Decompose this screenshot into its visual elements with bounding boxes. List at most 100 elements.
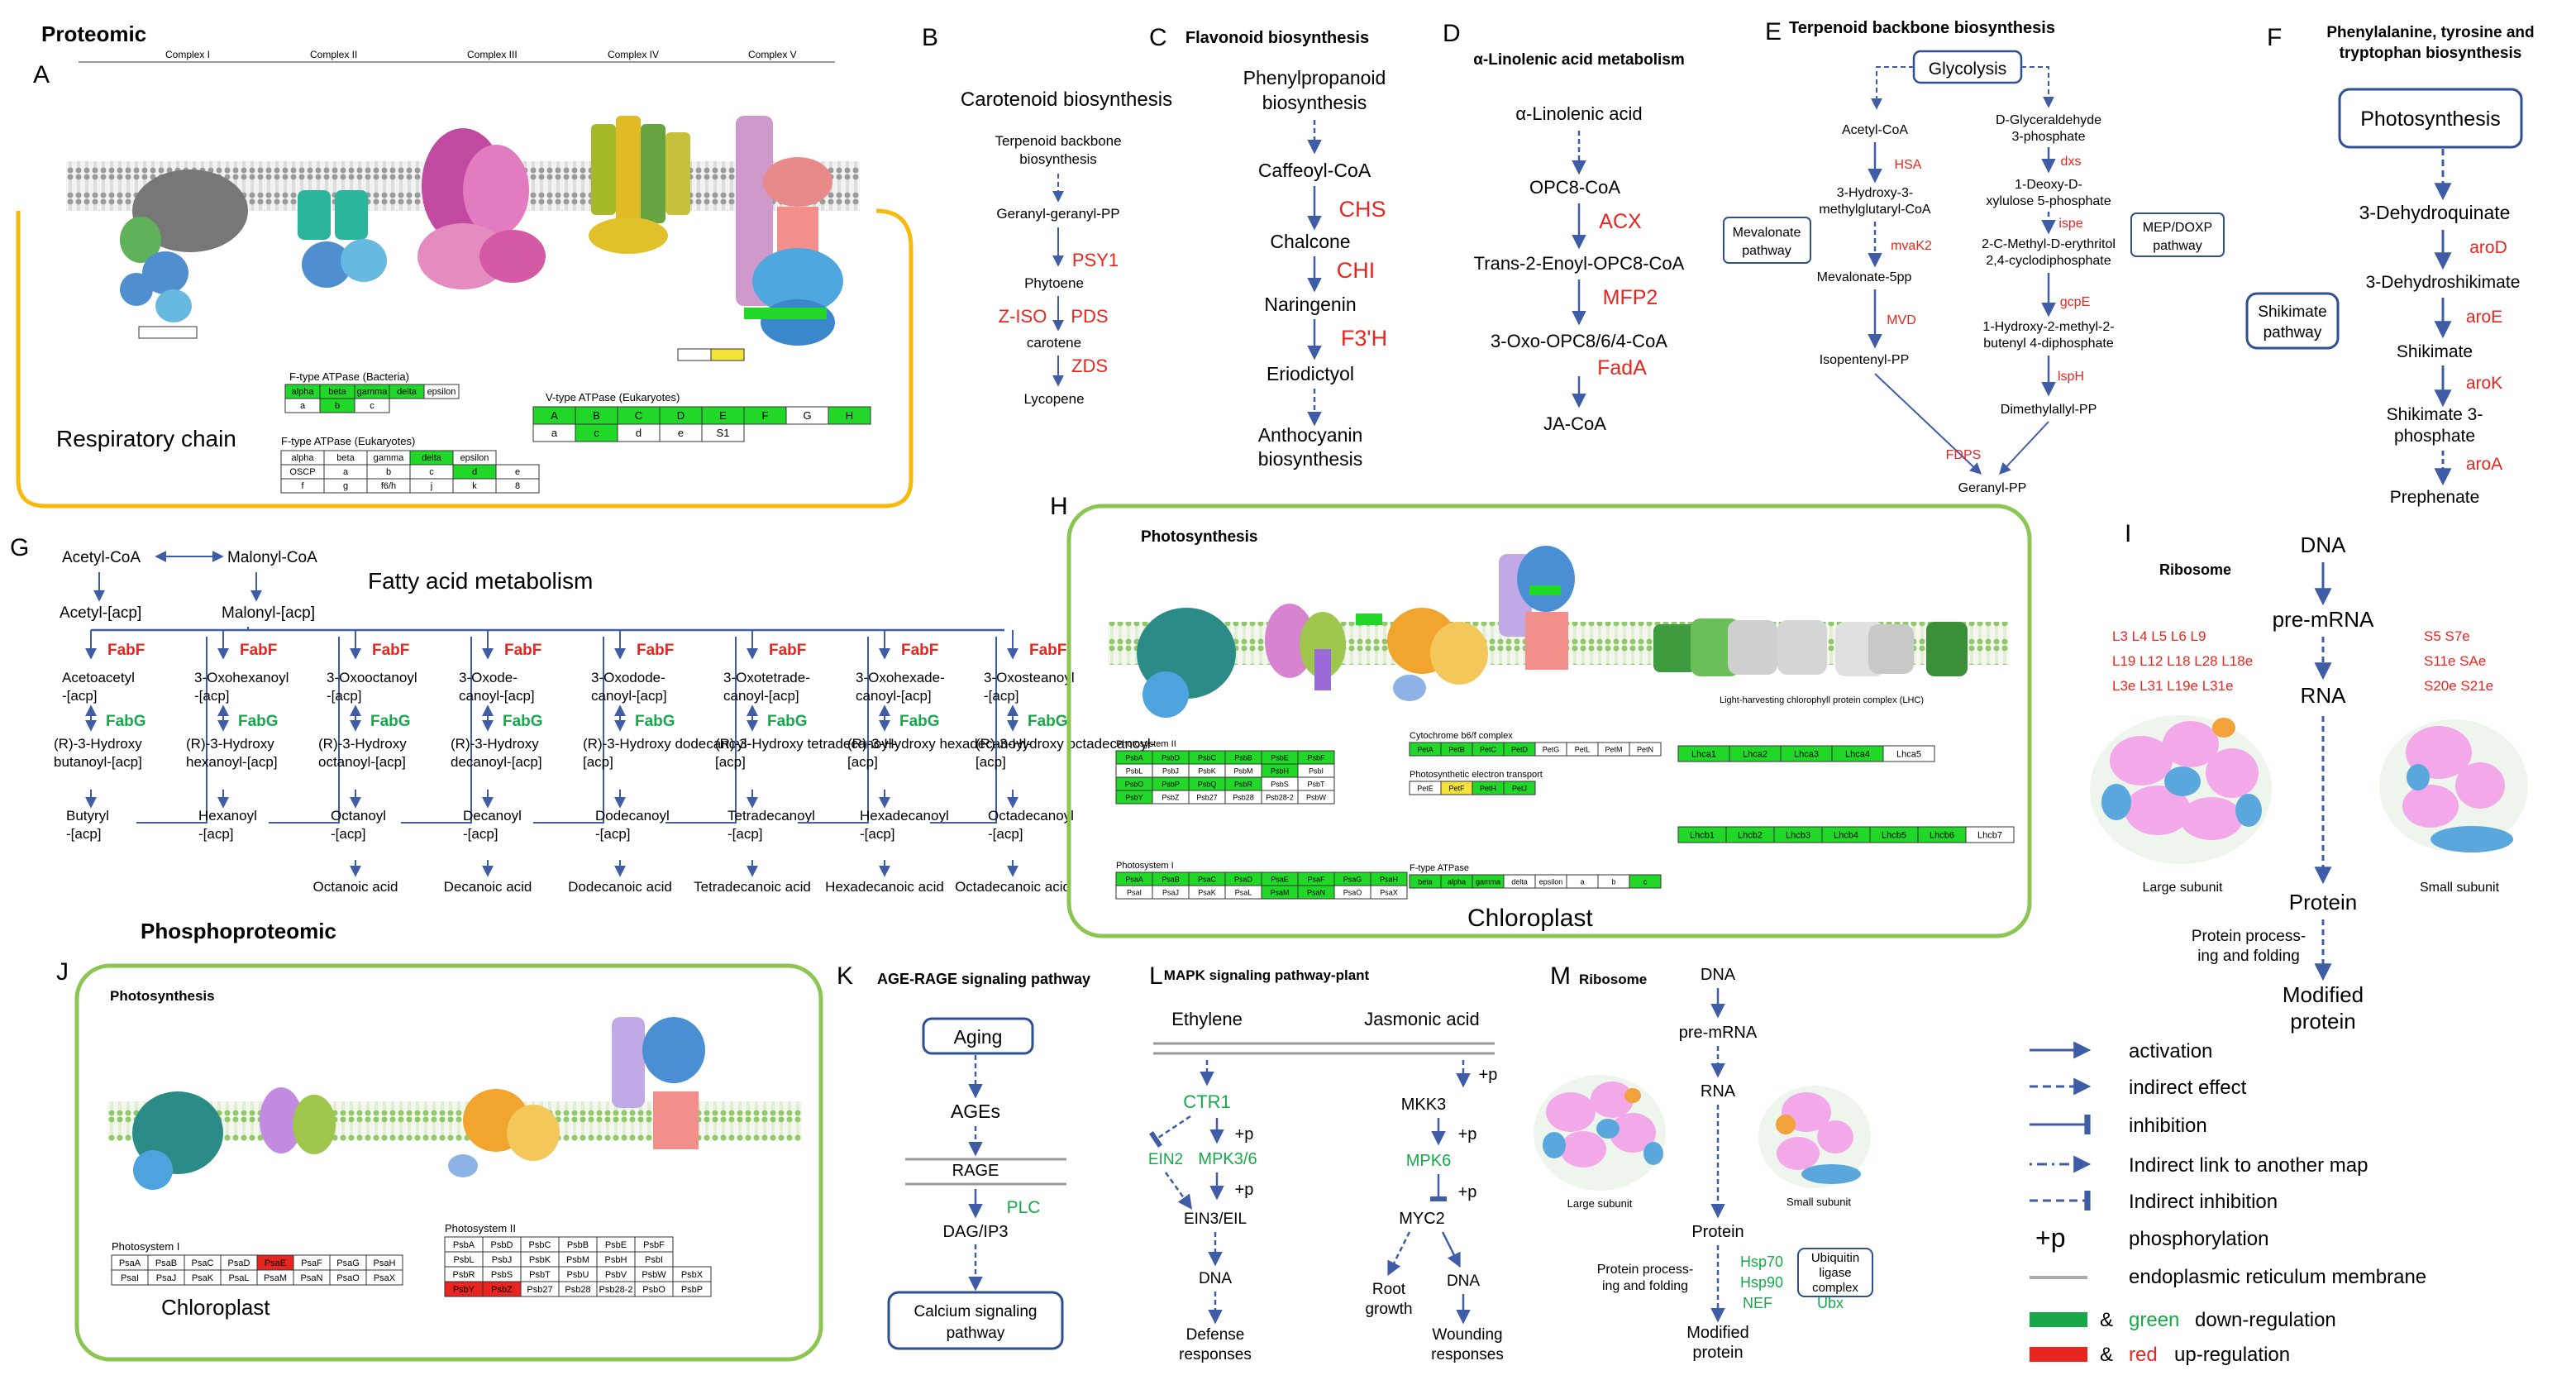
table-cell-label: Lhca1 [1691,750,1716,760]
mep-box [2130,212,2225,257]
table-cell-label: PsaL [228,1273,249,1283]
e-enzyme-hsa: HSA [1895,158,1922,172]
plc-label: PLC [1007,1198,1041,1217]
h-cyt-title: Cytochrome b6/f complex [1410,731,1513,741]
m-rna: RNA [1701,1082,1736,1101]
table-cell-label: PsbO [1125,781,1144,789]
f-node-0: 3-Dehydroquinate [2359,202,2511,223]
e-enzyme-dxs: dxs [2061,155,2082,169]
fatty-acid-node: Decanoyl [463,808,522,824]
table-cell-label: PsbB [567,1240,589,1250]
table-cell-label: b [335,401,340,411]
f-node-1: 3-Dehydroshikimate [2366,273,2521,292]
h-title: Photosynthesis [1141,528,1257,546]
table-cell [1370,885,1408,900]
m-large-label: Large subunit [1567,1197,1633,1210]
l-wound-2: responses [1431,1346,1504,1363]
legend-down: down-regulation [2195,1309,2336,1331]
e-right-3a: 1-Hydroxy-2-methyl-2- [1982,320,2114,334]
linolenic-title: α-Linolenic acid metabolism [1473,51,1685,69]
l-mpk36: MPK3/6 [1198,1150,1257,1168]
fatty-acid-node: (R)-3-Hydroxy [318,736,407,752]
fabg-enzyme: FabG [767,713,808,730]
table-cell-label: PsbQ [1198,781,1217,789]
i-large-label: Large subunit [2143,881,2224,895]
table-cell-label: PsaF [1307,876,1325,884]
table-cell-label: PsaX [1380,889,1398,897]
table-cell-label: alpha [1448,878,1466,886]
panel-h: Photosynthesis Light-harvesting chloroph… [1066,504,2032,938]
letter-c: C [1149,24,1167,51]
fabg-enzyme: FabG [106,713,146,730]
fatty-acid-node: Tetradecanoyl [727,808,815,824]
malonyl-coa: Malonyl-CoA [227,549,317,566]
table-cell-label: PsaE [265,1258,286,1268]
l-defense-1: Defense [1186,1326,1245,1344]
respiratory-chain-label: Respiratory chain [56,426,236,451]
l-ethylene: Ethylene [1171,1009,1243,1029]
table-cell-label: a [300,401,306,411]
table-cell-label: gamma [374,453,405,463]
fatty-acid-node: Hexadecanoyl [860,808,949,824]
table-cell-label: H [846,409,853,422]
table-cell-label: PsbL [453,1255,474,1265]
table-cell-label: a [1580,878,1584,886]
l-jasmonic: Jasmonic acid [1364,1009,1479,1029]
m-hsp90: Hsp90 [1740,1274,1783,1291]
fabf-enzyme: FabF [1029,642,1066,659]
table-cell-label: PsbF [643,1240,665,1250]
e-product: Geranyl-PP [1958,481,2027,495]
photosynthesis-box [2338,88,2523,149]
fatty-acid-node: (R)-3-Hydroxy octadecanoyl- [976,736,1155,752]
c-enzyme-f3h: F3'H [1341,326,1387,351]
mep-label-1: MEP/DOXP [2143,221,2212,235]
h-ps2-title: Photosystem II [1116,739,1176,749]
b-node-2: Phytoene [1024,275,1084,291]
fatty-acid-node: 3-Oxodode- [591,670,665,685]
table-cell-label: gamma [1476,878,1500,886]
c-node-5b: biosynthesis [1258,448,1363,470]
table-cell-label: a [551,427,558,439]
i-small-proteins-2: S20e S21e [2424,678,2493,694]
m-hsp70: Hsp70 [1740,1253,1783,1270]
m-large-subunit-icon [1534,1075,1666,1191]
f-enzyme-aroe: aroE [2466,308,2502,327]
phe-title-2: tryptophan biosynthesis [2340,45,2522,62]
table-cell-label: A [551,409,558,422]
e-enzyme-ispe: ispe [2058,217,2082,231]
legend-red-word: red [2129,1344,2158,1366]
l-ein3: EIN3/EIL [1184,1210,1247,1228]
table-cell-label: beta [328,387,346,397]
table-cell-label: PsbM [1233,767,1252,776]
c-node-3: Naringenin [1264,294,1356,315]
table-cell [672,1281,712,1297]
table-cell-label: Lhca3 [1794,750,1819,760]
aging-label: Aging [954,1026,1003,1048]
l-dna-left: DNA [1199,1270,1232,1287]
l-dna-right: DNA [1447,1273,1480,1290]
l-defense-2: responses [1179,1346,1252,1363]
table-cell-label: c [594,427,599,439]
l-ctr1: CTR1 [1183,1091,1230,1112]
table-cell-label: c [429,467,434,477]
f-node-2: Shikimate [2397,342,2473,361]
m-title: Ribosome [1579,972,1647,987]
table-cell-label: PsbH [1271,767,1289,776]
table-cell-label: PetN [1637,746,1653,754]
table-cell-label: PsaG [1343,876,1362,884]
table-cell-label: PsaJ [1162,889,1179,897]
c-node-2: Chalcone [1270,231,1350,252]
fatty-acid-node: -[acp] [66,826,102,842]
e-right-0b: 3-phosphate [2012,130,2086,144]
m-processing-1: Protein process- [1597,1263,1694,1277]
fabg-enzyme: FabG [1028,713,1068,730]
h-pet-title: Photosynthetic electron transport [1410,770,1543,780]
e-right-1b: xylulose 5-phosphate [1986,194,2111,208]
panel-e: Terpenoid backbone biosynthesis Glycolys… [1723,19,2225,495]
fatty-acid-node: -[acp] [988,826,1023,842]
l-ein2: EIN2 [1148,1151,1183,1168]
table-cell-label: PsbB [1234,754,1252,762]
l-mkk3: MKK3 [1401,1096,1446,1114]
fatty-acid-node: -[acp] [331,826,366,842]
